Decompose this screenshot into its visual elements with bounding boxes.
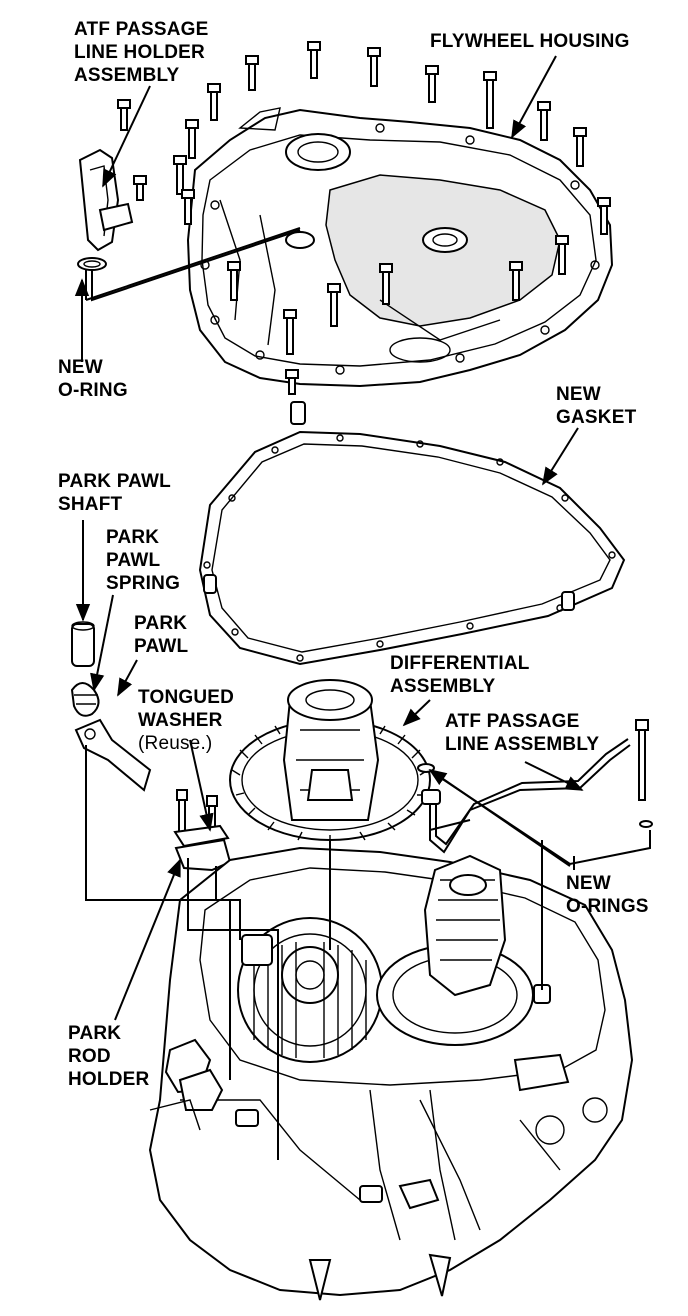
park-rod-holder-parts — [173, 789, 232, 872]
new-gasket — [198, 430, 626, 666]
leader-arrows — [74, 55, 584, 1021]
transmission-case — [148, 846, 634, 1301]
housing-bolts — [117, 41, 611, 395]
differential-assembly-art — [229, 679, 431, 843]
reuse-note: (Reuse.) — [138, 733, 213, 754]
label-flywheel-housing: FLYWHEEL HOUSING — [430, 31, 630, 52]
atf-passage-line — [417, 719, 653, 854]
dowel-pin-top — [290, 401, 306, 425]
atf-line-holder — [77, 148, 134, 271]
